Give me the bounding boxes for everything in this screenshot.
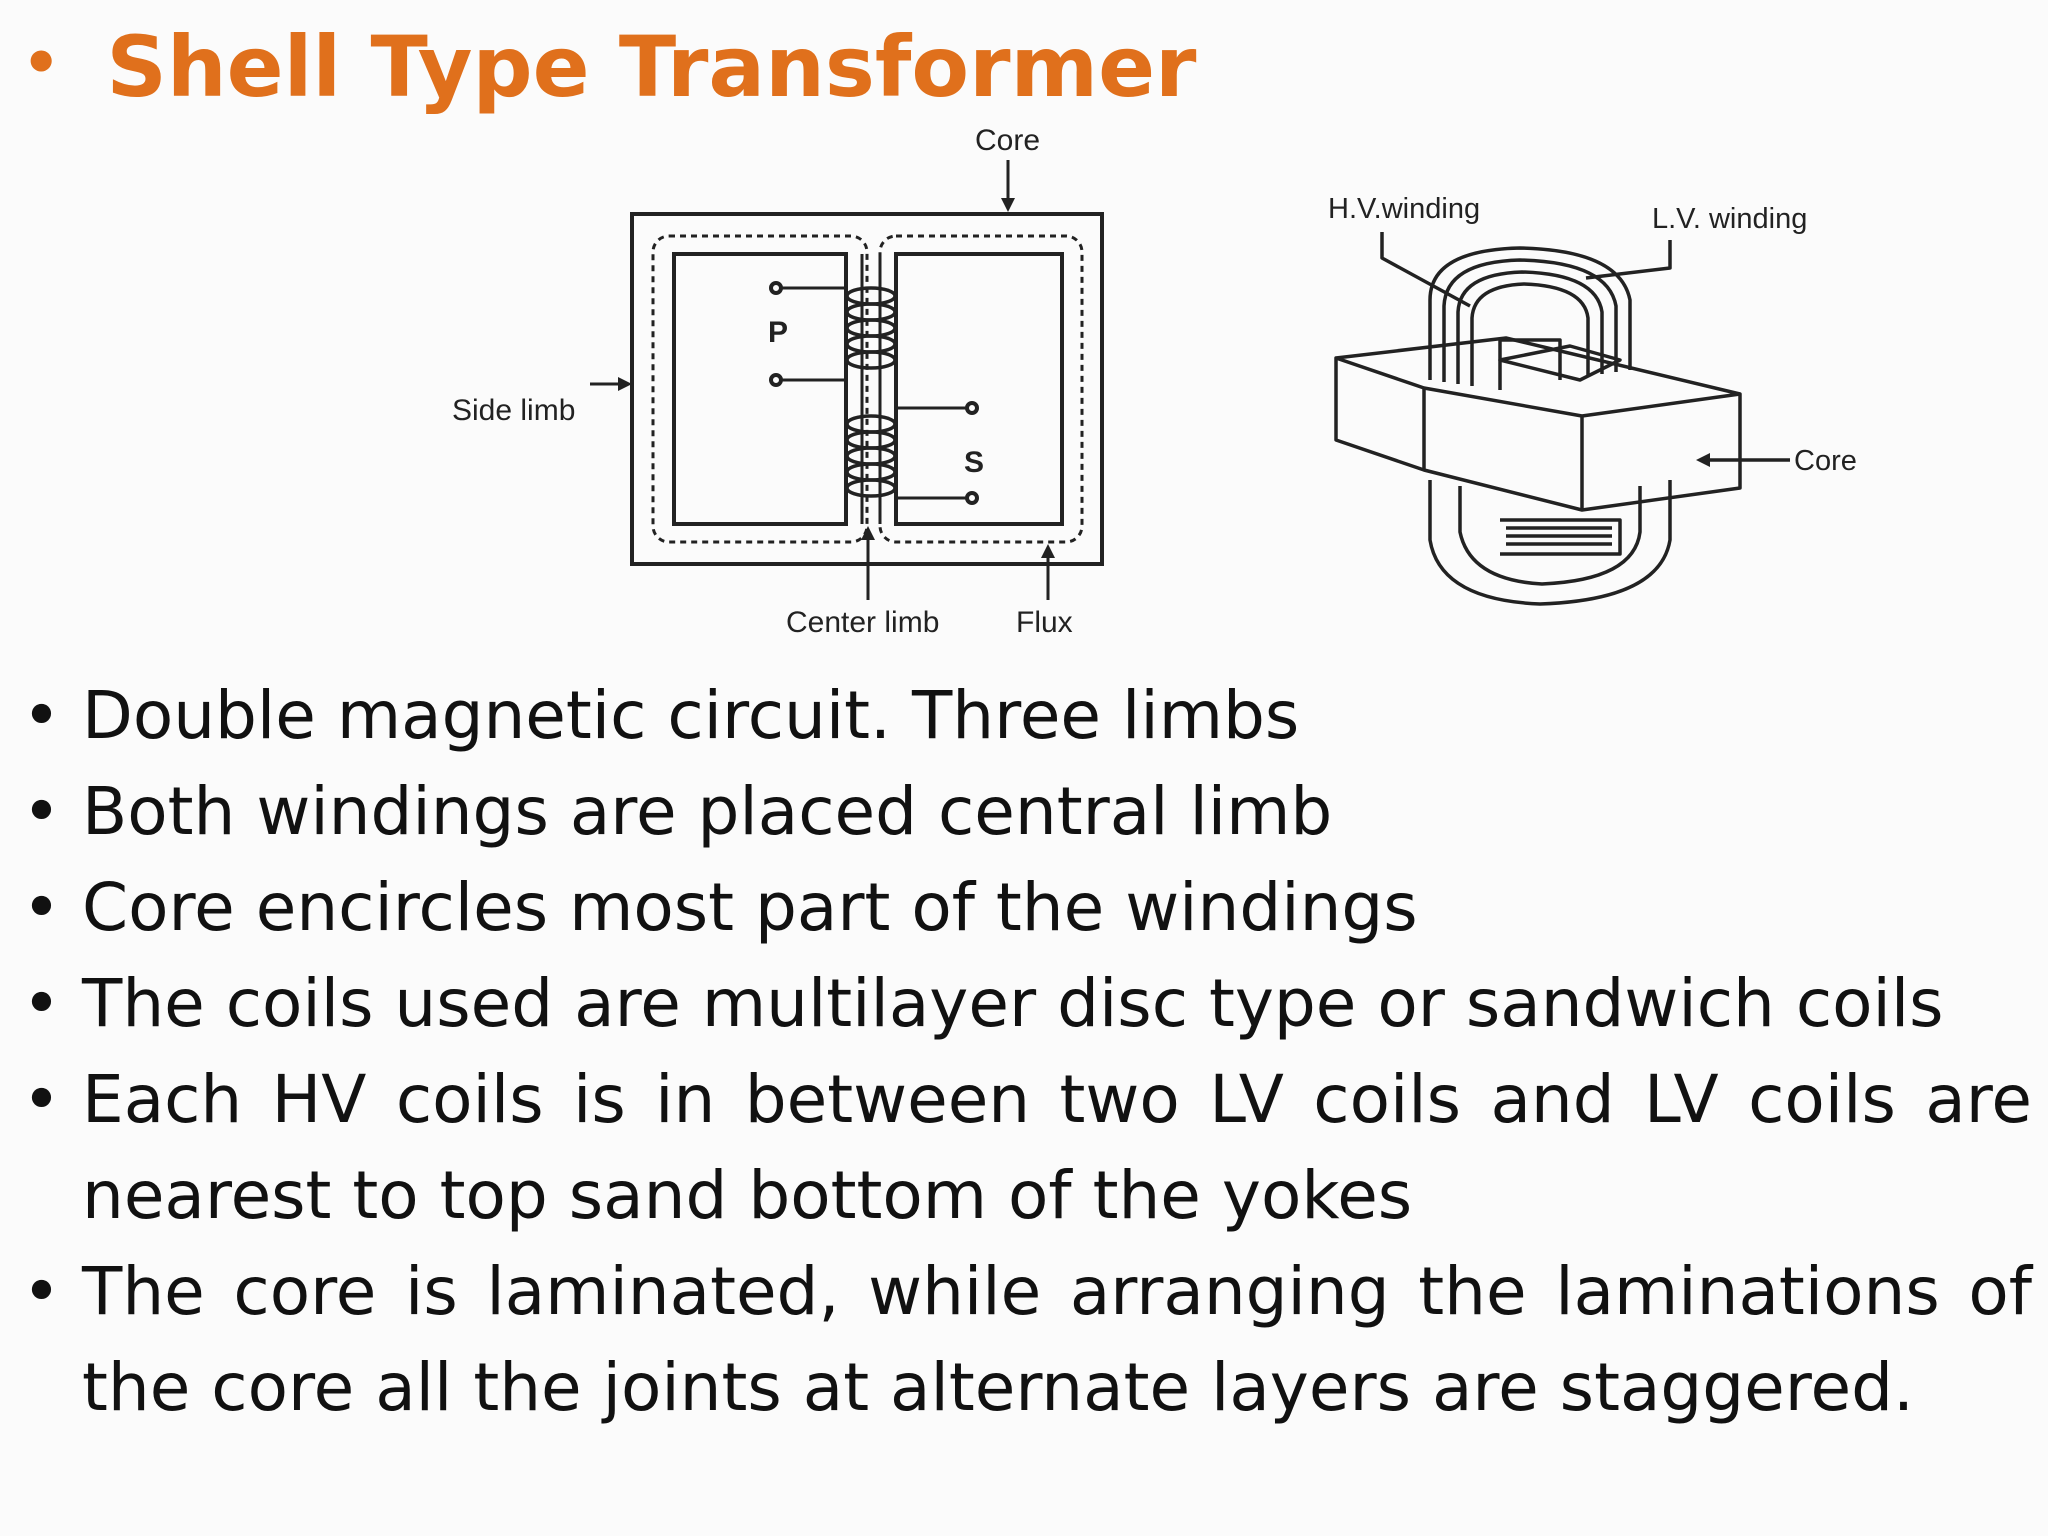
bullet-item: The core is laminated, while arranging t… (22, 1244, 2032, 1436)
primary-terminal-1 (769, 281, 783, 295)
bullet-item: The coils used are multilayer disc type … (22, 956, 2032, 1052)
hv-winding-label: H.V.winding (1328, 193, 1480, 225)
core-base-top-edge (1335, 356, 1741, 418)
bullet-item: Core encircles most part of the windings (22, 860, 2032, 956)
flux-path-left (651, 234, 869, 544)
flux-label: Flux (1016, 606, 1073, 639)
secondary-terminal-2 (965, 491, 979, 505)
hv-winding-leader (1380, 232, 1471, 308)
secondary-coil (845, 414, 897, 498)
primary-coil (845, 286, 897, 370)
side-limb-label: Side limb (452, 394, 575, 427)
shell-core-2d-diagram (590, 160, 1104, 600)
winding-inner-window (1498, 338, 1562, 390)
winding-upper-outer (1428, 246, 1632, 380)
lv-winding-leader (1585, 240, 1672, 280)
secondary-label: S (964, 446, 984, 479)
slide-title: Shell Type Transformer (106, 18, 1197, 116)
left-window (672, 252, 848, 526)
shell-core-3d-diagram (1334, 232, 1790, 606)
bullet-item: Double magnetic circuit. Three limbs (22, 668, 2032, 764)
bullet-item: Both windings are placed central limb (22, 764, 2032, 860)
primary-terminal-2 (769, 373, 783, 387)
core-label-3d: Core (1794, 445, 1857, 477)
core-label-2d: Core (975, 124, 1040, 157)
bullet-list: Double magnetic circuit. Three limbs Bot… (22, 668, 2032, 1436)
core-center-slot (1498, 344, 1622, 382)
flux-path-right (878, 234, 1084, 544)
transformer-diagrams: Core Side limb P S Center limb Flux (452, 124, 1857, 639)
primary-label: P (768, 316, 788, 349)
secondary-terminal-1 (965, 401, 979, 415)
core-base-block (1334, 336, 1742, 512)
lv-winding-label: L.V. winding (1652, 203, 1807, 235)
winding-lower-outer (1428, 480, 1672, 606)
title-bullet: • (22, 28, 61, 98)
center-limb-label: Center limb (786, 606, 939, 639)
right-window (894, 252, 1064, 526)
bullet-item: Each HV coils is in between two LV coils… (22, 1052, 2032, 1244)
slide-title-row: • Shell Type Transformer (22, 18, 1196, 116)
